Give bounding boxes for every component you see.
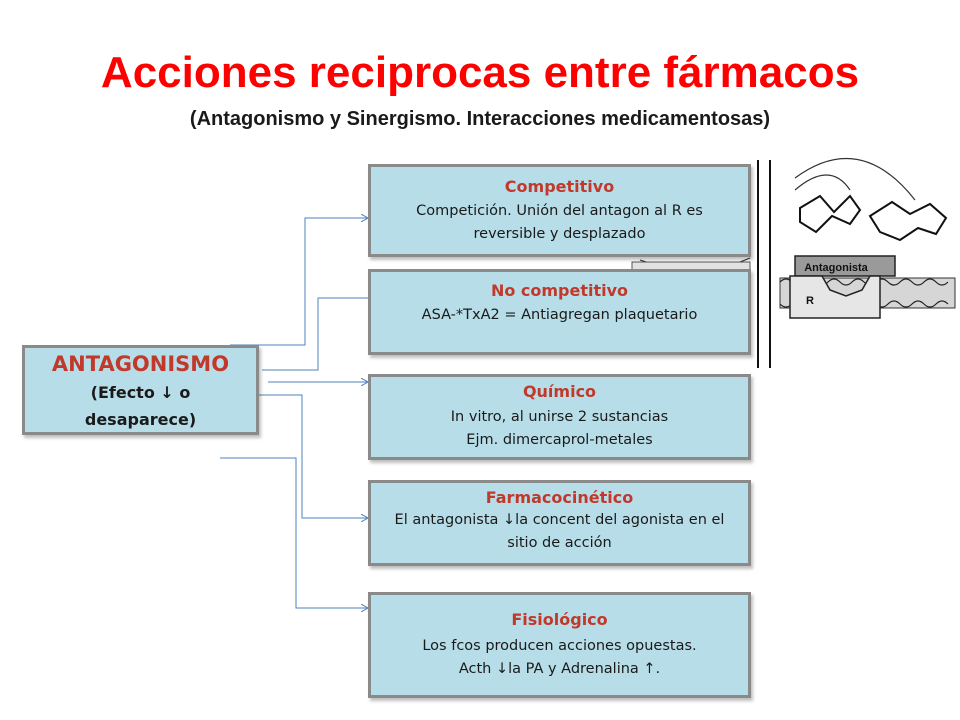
receptor-label: R bbox=[806, 295, 814, 307]
box-competitivo-description: Competición. Unión del antagon al R es r… bbox=[416, 203, 703, 242]
box-competitivo-label: Competitivo bbox=[504, 177, 615, 196]
box-quimico: Químico In vitro, al unirse 2 sustancias… bbox=[368, 374, 751, 460]
box-quimico-description-2: Ejm. dimercaprol-metales bbox=[466, 432, 653, 448]
box-no-competitivo-label: No competitivo bbox=[490, 281, 629, 300]
box-quimico-description-1: In vitro, al unirse 2 sustancias bbox=[450, 409, 669, 425]
box-fisiologico-description-2: Acth ↓la PA y Adrenalina ↑. bbox=[458, 661, 661, 677]
box-farmacocinetico-description: El antagonista ↓la concent del agonista … bbox=[394, 512, 725, 551]
box-farmacocinetico: Farmacocinético El antagonista ↓la conce… bbox=[368, 480, 751, 566]
slide-title: Acciones reciprocas entre fármacos bbox=[100, 48, 860, 97]
antagonismo-box: ANTAGONISMO (Efecto ↓ o desaparece) bbox=[22, 345, 259, 435]
box-fisiologico-description-1: Los fcos producen acciones opuestas. bbox=[422, 638, 697, 654]
box-farmacocinetico-label: Farmacocinético bbox=[485, 488, 634, 507]
box-fisiologico: Fisiológico Los fcos producen acciones o… bbox=[368, 592, 751, 698]
box-competitivo: Competitivo Competición. Unión del antag… bbox=[368, 164, 751, 257]
box-quimico-label: Químico bbox=[522, 382, 597, 401]
antagonismo-description: (Efecto ↓ o desaparece) bbox=[84, 383, 197, 429]
antagonismo-label: ANTAGONISMO bbox=[51, 352, 230, 376]
antagonist-label: Antagonista bbox=[804, 262, 868, 274]
box-fisiologico-label: Fisiológico bbox=[511, 610, 608, 629]
slide-subtitle: (Antagonismo y Sinergismo. Interacciones… bbox=[189, 108, 771, 130]
box-no-competitivo: No competitivo ASA-*TxA2 = Antiagregan p… bbox=[368, 269, 751, 355]
box-no-competitivo-description: ASA-*TxA2 = Antiagregan plaquetario bbox=[421, 307, 698, 323]
